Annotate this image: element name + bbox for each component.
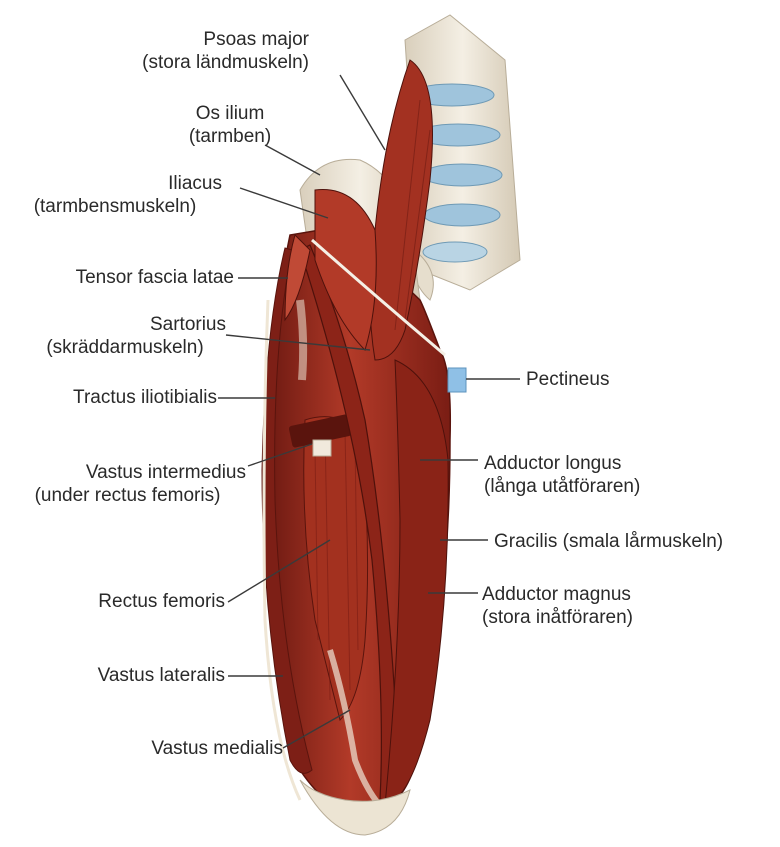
pectineus-marker (448, 368, 466, 392)
label-rectus-femoris: Rectus femoris (98, 590, 225, 613)
label-os-ilium: Os ilium (tarmben) (180, 102, 280, 148)
label-vastus-medialis: Vastus medialis (151, 737, 283, 760)
label-vastus-lateralis: Vastus lateralis (98, 664, 225, 687)
label-gracilis: Gracilis (smala lårmuskeln) (494, 530, 723, 553)
label-vastus-intermedius: Vastus intermedius (under rectus femoris… (5, 461, 250, 507)
label-iliacus: Iliacus (tarmbensmuskeln) (0, 172, 230, 218)
label-adductor-magnus: Adductor magnus (stora inåtföraren) (482, 583, 633, 629)
label-sartorius: Sartorius (skräddarmuskeln) (20, 313, 230, 359)
label-tensor-fascia-latae: Tensor fascia latae (76, 266, 234, 289)
label-psoas-major: Psoas major (stora ländmuskeln) (142, 28, 309, 74)
label-adductor-longus: Adductor longus (långa utåtföraren) (484, 452, 640, 498)
label-pectineus: Pectineus (526, 368, 609, 391)
label-tractus-iliotibialis: Tractus iliotibialis (73, 386, 217, 409)
